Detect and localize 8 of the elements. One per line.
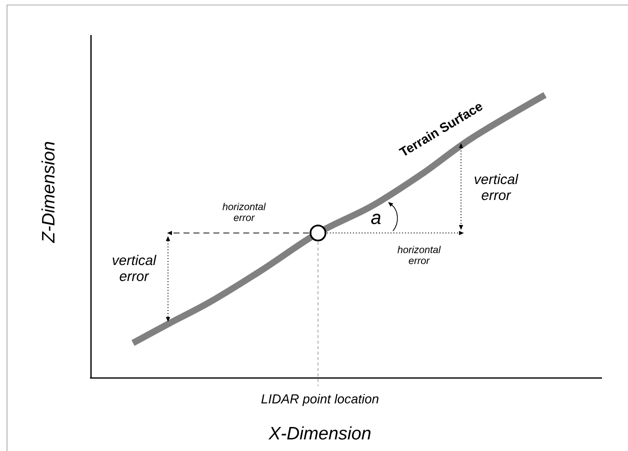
error-label: vertical error — [474, 174, 518, 200]
axis-title: Z-Dimension — [41, 142, 55, 244]
axis-title: X-Dimension — [268, 426, 370, 440]
axis-label: LIDAR point location — [261, 394, 378, 406]
error-label: vertical error — [112, 254, 156, 282]
error-label: horizontal error — [222, 202, 266, 222]
error-label: horizontal error — [398, 246, 441, 264]
angle-label: a — [371, 214, 381, 224]
